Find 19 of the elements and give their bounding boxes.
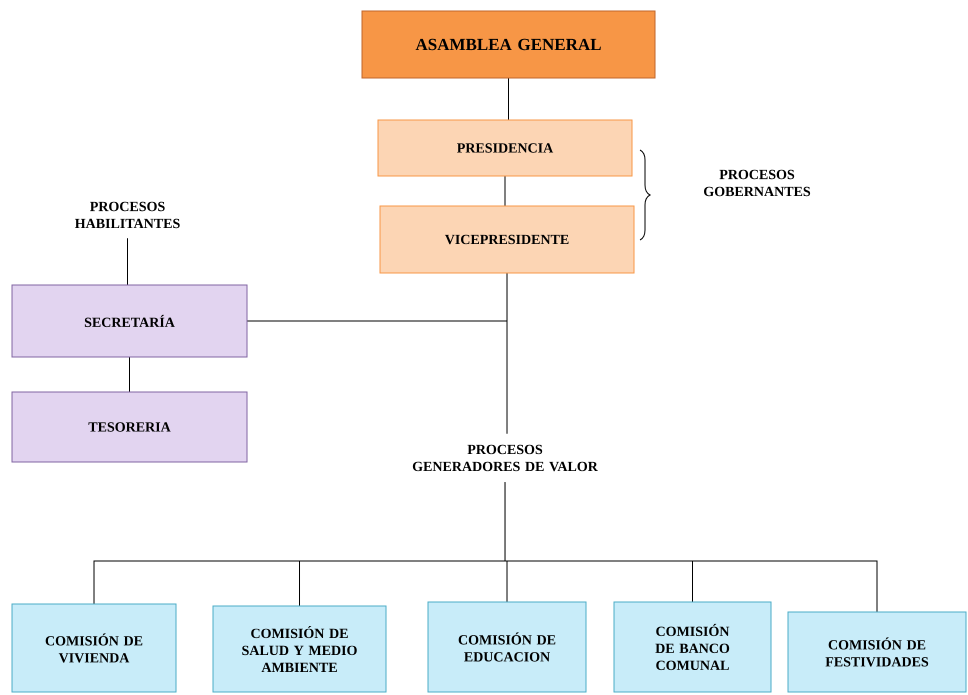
commission-box: COMISIÓN DE BANCO COMUNAL — [614, 602, 772, 692]
connector-line — [127, 238, 128, 285]
connector-line — [247, 273, 508, 322]
connector-line — [129, 357, 130, 392]
group-heading: PROCESOS HABILITANTES — [74, 202, 180, 228]
connector-line — [504, 176, 506, 206]
office-box: SECRETARÍA — [12, 284, 248, 358]
commission-box: COMISIÓN DE EDUCACION — [428, 602, 586, 692]
office-box: PRESIDENCIA — [378, 120, 632, 176]
commission-box: COMISIÓN DE VIVIENDA — [12, 604, 176, 692]
commission-box: COMISIÓN DE SALUD Y MEDIO AMBIENTE — [212, 606, 386, 692]
office-box: VICEPRESIDENTE — [380, 206, 634, 274]
group-heading: PROCESOS GENERADORES DE VALOR — [412, 444, 598, 472]
connector-line — [508, 78, 509, 120]
assembly-box: ASAMBLEA GENERAL — [362, 10, 656, 78]
commission-box: COMISIÓN DE FESTIVIDADES — [788, 612, 966, 692]
office-box: TESORERIA — [12, 392, 248, 462]
connector-line — [504, 482, 878, 612]
group-heading: PROCESOS GOBERNANTES — [704, 170, 810, 196]
